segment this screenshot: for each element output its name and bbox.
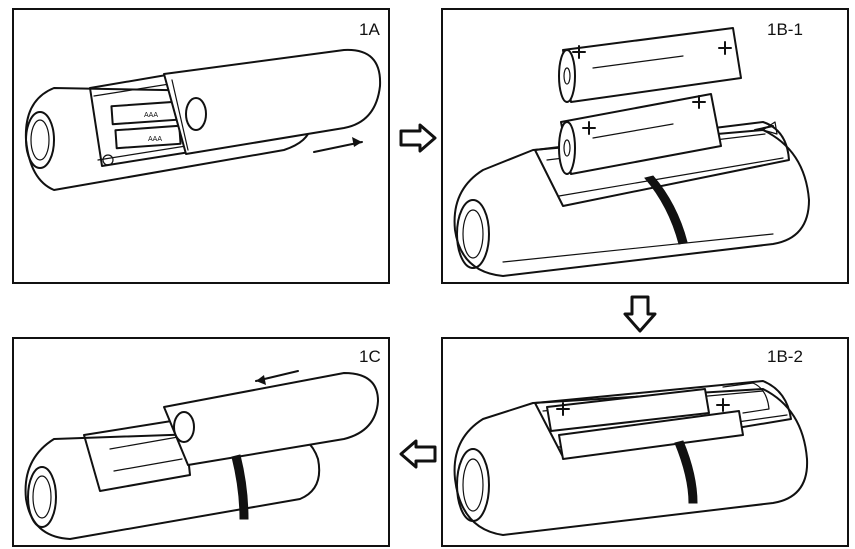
svg-text:AAA: AAA (144, 112, 158, 119)
insert-batteries-illustration (453, 27, 810, 277)
remote-body (453, 129, 810, 277)
panel-1b-1: 1B-1 (441, 8, 849, 284)
panel-1c: 1C (12, 337, 390, 547)
remote-end-ring (456, 199, 490, 269)
cover-latch-icon (173, 411, 195, 443)
panel-label-1b-1: 1B-1 (767, 20, 803, 39)
battery-compartment (83, 418, 191, 492)
aa-battery-inserting (558, 93, 722, 175)
panel-label-1c: 1C (359, 347, 381, 366)
aa-battery-floating (558, 27, 742, 103)
hollow-arrow-right-icon (399, 123, 437, 153)
remote-body (453, 388, 809, 536)
remote-cover-sliding-off-illustration: AAA AAA (24, 48, 382, 191)
battery-cover (163, 372, 379, 466)
panel-1b-2: 1B-2 (441, 337, 849, 547)
strap-band (644, 175, 688, 245)
hollow-arrow-down-icon (623, 295, 657, 333)
battery-cover (163, 48, 382, 155)
arrow-left-icon (255, 370, 299, 385)
cover-latch-icon (185, 97, 207, 131)
hollow-arrow-left-icon (399, 439, 437, 469)
battery-compartment (534, 380, 792, 458)
panel-1a: 1A AAA AAA (12, 8, 390, 284)
panel-label-1a: 1A (359, 20, 380, 39)
arrow-right-icon (313, 137, 363, 153)
panel-label-1b-2: 1B-2 (767, 347, 803, 366)
batteries-installed-illustration (453, 380, 809, 536)
remote-cover-sliding-on-illustration (24, 370, 379, 540)
aa-battery-installed-bottom (558, 398, 744, 460)
battery-compartment (534, 121, 790, 207)
aa-battery-installed-top (546, 388, 710, 432)
remote-end-ring (27, 466, 57, 528)
strap-band (231, 454, 249, 520)
svg-text:AAA: AAA (148, 136, 162, 143)
remote-end-ring (25, 111, 55, 169)
strap-band (674, 440, 698, 504)
remote-end-ring (456, 448, 490, 522)
